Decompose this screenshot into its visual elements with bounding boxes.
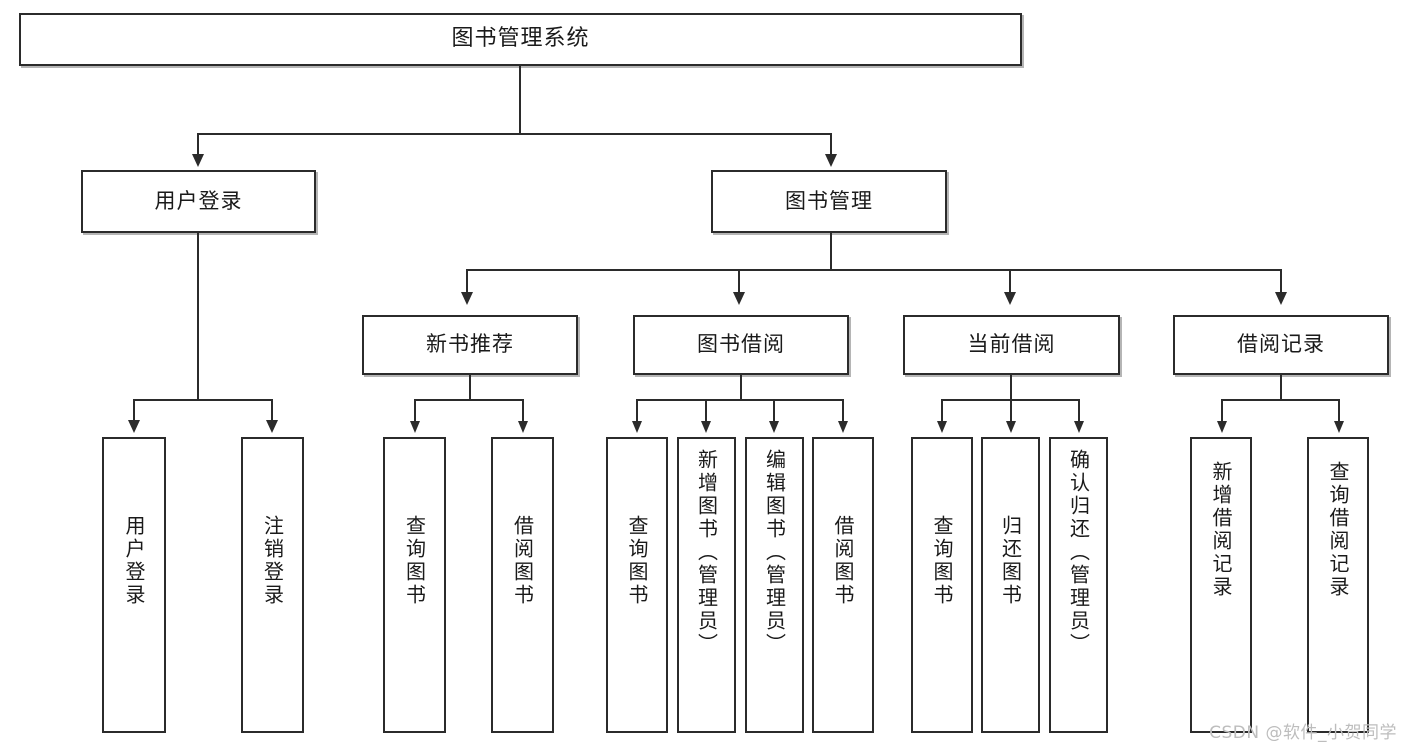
leaf-current-borrow-return-book[interactable]: 归还图书	[981, 437, 1040, 733]
connector-root-to-user-login	[197, 133, 199, 156]
connector-user-login-trunk	[197, 233, 199, 401]
connector-book-borrow-leaf2	[705, 399, 707, 422]
arrow-to-current-borrow	[1004, 292, 1016, 305]
node-book-borrow[interactable]: 图书借阅	[633, 315, 849, 375]
arrow-to-book-borrow-leaf1	[632, 421, 642, 433]
leaf-label: 查询借阅记录	[1326, 461, 1350, 599]
arrow-to-borrow-record	[1275, 292, 1287, 305]
leaf-new-book-borrow-book[interactable]: 借阅图书	[491, 437, 554, 733]
leaf-label: 用户登录	[122, 515, 146, 607]
leaf-user-login-logout[interactable]: 注销登录	[241, 437, 304, 733]
arrow-to-new-book-rec-leaf2	[518, 421, 528, 433]
leaf-label: 借阅图书	[831, 515, 855, 607]
arrow-to-current-borrow-leaf1	[937, 421, 947, 433]
connector-new-book-rec-bus	[414, 399, 524, 401]
node-label: 用户登录	[154, 188, 243, 213]
leaf-label: 归还图书	[998, 515, 1023, 607]
arrow-to-borrow-record-leaf2	[1334, 421, 1344, 433]
leaf-label: 编辑图书（管理员）	[762, 449, 787, 656]
leaf-new-book-query-book[interactable]: 查询图书	[383, 437, 446, 733]
connector-user-login-leaf1	[133, 399, 135, 422]
leaf-label: 查询图书	[402, 515, 427, 607]
node-user-login[interactable]: 用户登录	[81, 170, 316, 233]
leaf-book-borrow-query-book[interactable]: 查询图书	[606, 437, 668, 733]
leaf-label: 新增图书（管理员）	[694, 449, 719, 656]
connector-book-borrow-leaf4	[842, 399, 844, 422]
node-book-management[interactable]: 图书管理	[711, 170, 947, 233]
connector-root-bus	[197, 133, 832, 135]
arrow-to-book-borrow-leaf3	[769, 421, 779, 433]
connector-current-borrow-leaf1	[941, 399, 943, 422]
arrow-to-borrow-record-leaf1	[1217, 421, 1227, 433]
connector-book-manage-bus	[466, 269, 1282, 271]
connector-borrow-record-leaf2	[1338, 399, 1340, 422]
leaf-borrow-record-query-record[interactable]: 查询借阅记录	[1307, 437, 1369, 733]
connector-book-borrow-leaf1	[636, 399, 638, 422]
leaf-book-borrow-borrow-book[interactable]: 借阅图书	[812, 437, 874, 733]
connector-book-borrow-trunk	[740, 375, 742, 401]
connector-user-login-leaf2	[271, 399, 273, 422]
node-label: 图书管理	[785, 188, 873, 213]
node-root-book-management-system[interactable]: 图书管理系统	[19, 13, 1022, 66]
connector-root-trunk	[519, 66, 521, 134]
leaf-book-borrow-edit-book-admin[interactable]: 编辑图书（管理员）	[745, 437, 804, 733]
leaf-book-borrow-add-book-admin[interactable]: 新增图书（管理员）	[677, 437, 736, 733]
leaf-label: 注销登录	[260, 515, 285, 607]
connector-new-book-rec-leaf1	[414, 399, 416, 422]
leaf-current-borrow-query-book[interactable]: 查询图书	[911, 437, 973, 733]
arrow-to-user-login	[192, 154, 204, 167]
arrow-to-user-login-leaf1	[128, 420, 140, 433]
connector-book-borrow-bus	[636, 399, 844, 401]
connector-current-borrow-leaf2	[1010, 399, 1012, 422]
arrow-to-user-login-leaf2	[266, 420, 278, 433]
arrow-to-new-book-rec-leaf1	[410, 421, 420, 433]
node-new-book-recommend[interactable]: 新书推荐	[362, 315, 578, 375]
leaf-label: 新增借阅记录	[1209, 461, 1233, 599]
arrow-to-current-borrow-leaf3	[1074, 421, 1084, 433]
connector-to-borrow-record	[1280, 269, 1282, 294]
connector-borrow-record-bus	[1221, 399, 1340, 401]
arrow-to-book-borrow	[733, 292, 745, 305]
leaf-label: 借阅图书	[510, 515, 535, 607]
leaf-user-login-login[interactable]: 用户登录	[102, 437, 166, 733]
leaf-borrow-record-add-record[interactable]: 新增借阅记录	[1190, 437, 1252, 733]
connector-book-manage-trunk	[830, 233, 832, 271]
leaf-label: 查询图书	[930, 515, 954, 607]
leaf-label: 查询图书	[625, 515, 649, 607]
node-label: 图书管理系统	[451, 26, 590, 52]
connector-borrow-record-trunk	[1280, 375, 1282, 401]
connector-user-login-bus	[133, 399, 272, 401]
connector-root-to-book-manage	[830, 133, 832, 156]
connector-current-borrow-trunk	[1010, 375, 1012, 401]
arrow-to-new-book-rec	[461, 292, 473, 305]
node-current-borrow[interactable]: 当前借阅	[903, 315, 1120, 375]
node-borrow-record[interactable]: 借阅记录	[1173, 315, 1389, 375]
connector-book-borrow-leaf3	[773, 399, 775, 422]
connector-borrow-record-leaf1	[1221, 399, 1223, 422]
connector-new-book-rec-leaf2	[522, 399, 524, 422]
leaf-label: 确认归还（管理员）	[1066, 449, 1091, 656]
node-label: 借阅记录	[1237, 332, 1325, 357]
connector-current-borrow-leaf3	[1078, 399, 1080, 422]
arrow-to-book-borrow-leaf4	[838, 421, 848, 433]
arrow-to-book-borrow-leaf2	[701, 421, 711, 433]
leaf-current-borrow-confirm-return-admin[interactable]: 确认归还（管理员）	[1049, 437, 1108, 733]
node-label: 新书推荐	[426, 332, 514, 357]
connector-new-book-rec-trunk	[469, 375, 471, 401]
connector-to-new-book-rec	[466, 269, 468, 294]
connector-to-book-borrow	[738, 269, 740, 294]
arrow-to-current-borrow-leaf2	[1006, 421, 1016, 433]
connector-to-current-borrow	[1009, 269, 1011, 294]
arrow-to-book-manage	[825, 154, 837, 167]
node-label: 当前借阅	[967, 332, 1056, 357]
node-label: 图书借阅	[697, 332, 785, 357]
